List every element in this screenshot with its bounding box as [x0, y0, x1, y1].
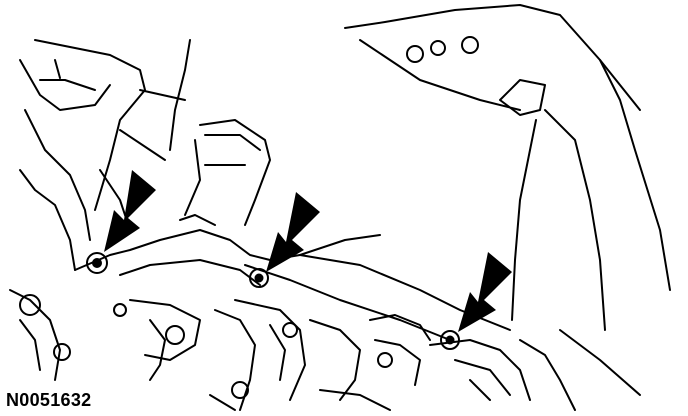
arrow-bolt-left — [104, 170, 156, 252]
bolt-left — [86, 252, 108, 274]
arrow-bolt-center — [266, 192, 320, 272]
left-bracket — [19, 39, 166, 271]
bolt-right — [440, 330, 460, 350]
upper-structure — [344, 4, 671, 396]
figure-id-label: N0051632 — [6, 390, 92, 410]
lower-panel — [74, 39, 511, 341]
lower-components — [9, 289, 576, 411]
center-bracket — [179, 119, 271, 226]
bolt-center — [249, 268, 269, 288]
arrow-bolt-right — [458, 252, 512, 332]
